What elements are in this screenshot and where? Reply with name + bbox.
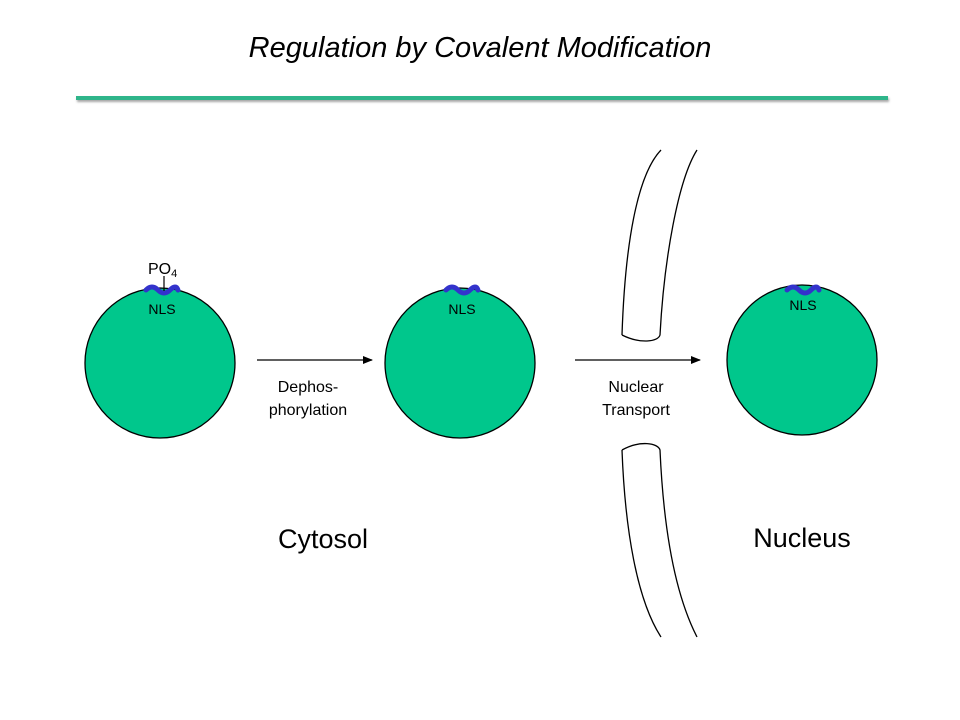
- nuclear-transport-label-line2: Transport: [602, 402, 670, 419]
- phosphate-subscript: 4: [171, 268, 177, 280]
- nuclear-envelope: [621, 149, 698, 638]
- nuclear-transport-label-line1: Nuclear: [608, 379, 664, 396]
- protein-2-nls-mark: [443, 284, 481, 296]
- protein-3-body: [726, 284, 878, 436]
- protein-nuclear: NLS: [726, 284, 878, 436]
- protein-1-nls-mark: [143, 284, 181, 296]
- protein-phosphorylated: NLS PO4: [84, 261, 236, 439]
- step-nuclear-transport: Nuclear Transport: [575, 356, 701, 419]
- region-label-nucleus: Nucleus: [753, 523, 851, 553]
- protein-1-body: [84, 287, 236, 439]
- envelope-lower-outer-edge: [621, 442, 698, 638]
- protein-2-nls-label: NLS: [448, 301, 475, 317]
- slide-title: Regulation by Covalent Modification: [248, 32, 712, 64]
- envelope-upper-outer-edge: [621, 149, 698, 342]
- region-label-cytosol: Cytosol: [278, 524, 368, 554]
- protein-3-nls-label: NLS: [789, 297, 816, 313]
- dephosphorylation-label-line2: phorylation: [269, 402, 347, 419]
- phosphate-label: PO4: [148, 261, 177, 280]
- step-dephosphorylation: Dephos- phorylation: [257, 356, 373, 419]
- phosphate-main: PO: [148, 261, 171, 278]
- protein-2-body: [384, 287, 536, 439]
- protein-3-nls-mark: [784, 284, 822, 296]
- envelope-lower-pore-edge: [621, 449, 662, 638]
- envelope-upper-pore-edge: [621, 149, 662, 336]
- protein-1-nls-label: NLS: [148, 301, 175, 317]
- dephosphorylation-label-line1: Dephos-: [278, 379, 338, 396]
- title-underline: [76, 96, 888, 100]
- protein-dephosphorylated: NLS: [384, 284, 536, 439]
